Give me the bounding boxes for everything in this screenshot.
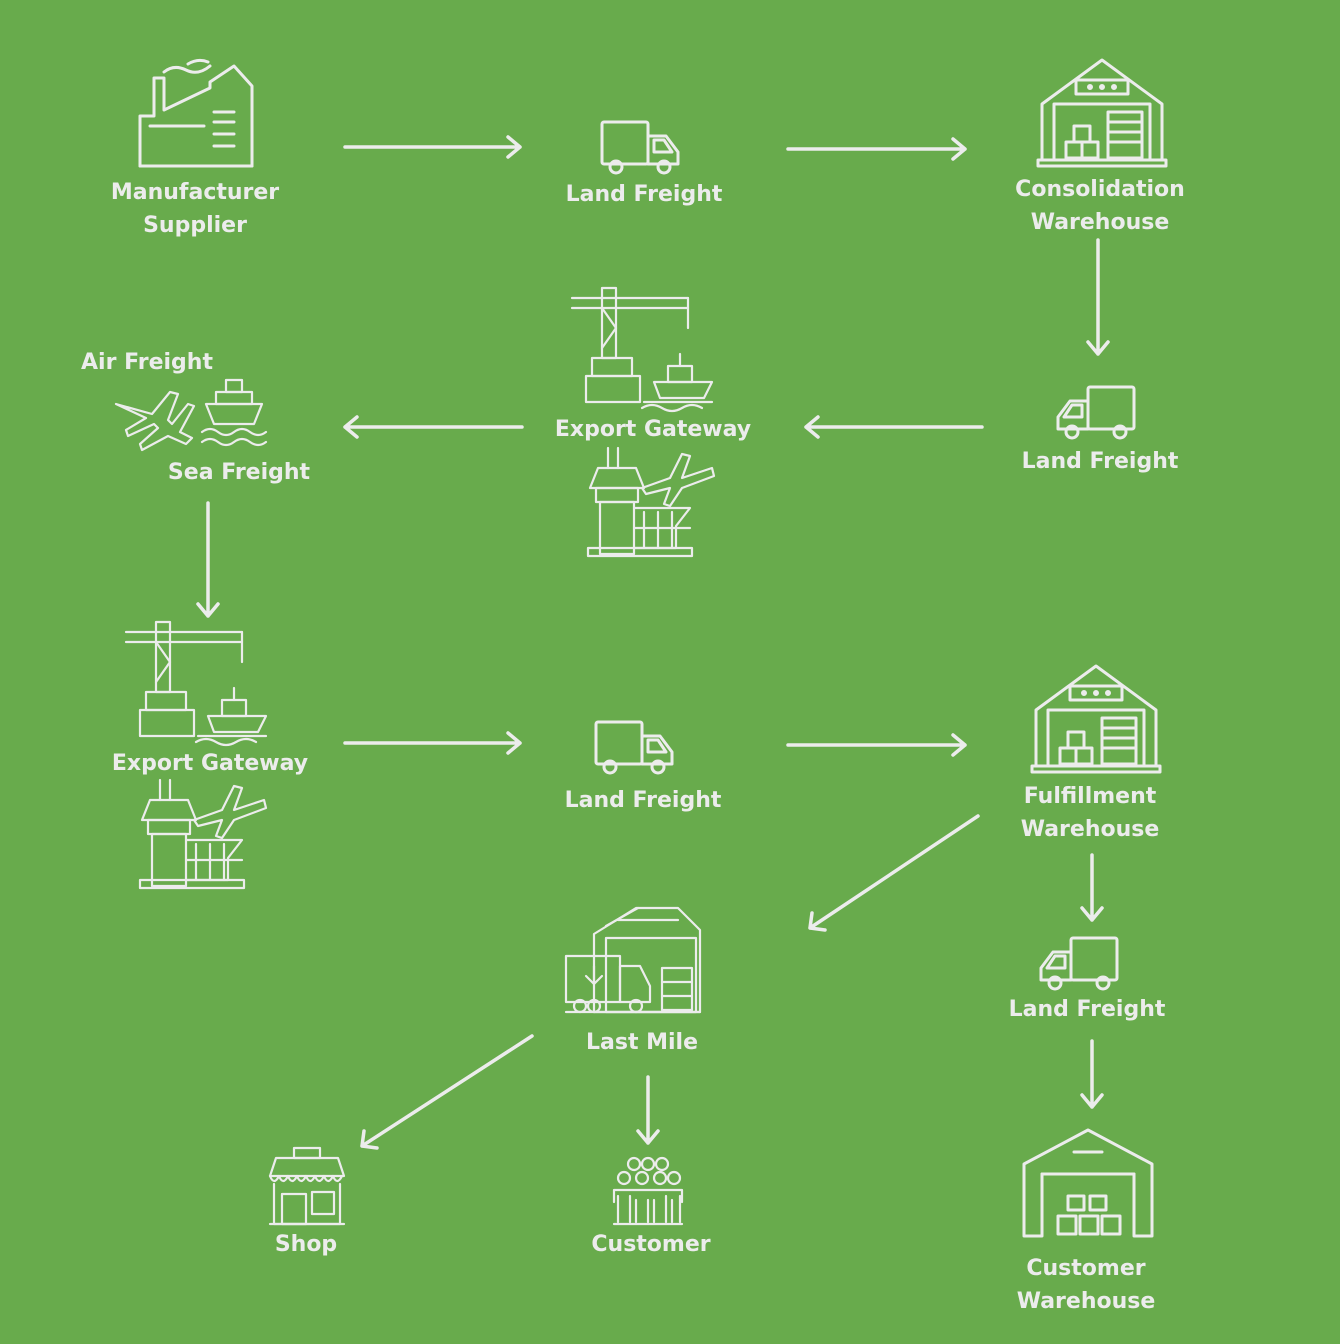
fulfillment-label-line1: Fulfillment bbox=[1023, 784, 1157, 809]
truck-icon bbox=[1039, 936, 1119, 991]
delivery-depot-icon bbox=[564, 906, 702, 1014]
truck-icon bbox=[600, 120, 680, 175]
arrow-land3-to-fulfillment bbox=[786, 733, 967, 757]
consolidation-label-line1: Consolidation bbox=[1015, 177, 1185, 202]
arrow-fulfillment-to-land4 bbox=[1080, 853, 1104, 922]
arrow-lastmile-to-customer bbox=[636, 1075, 660, 1145]
arrow-land2-to-export1 bbox=[804, 415, 984, 439]
air-freight-label: Air Freight bbox=[81, 350, 213, 375]
truck-icon bbox=[1056, 385, 1136, 440]
arrow-land1-to-consolidation bbox=[786, 137, 967, 161]
factory-icon bbox=[138, 58, 254, 168]
arrow-land4-to-customerwarehouse bbox=[1080, 1039, 1104, 1109]
customer-warehouse-label-line2: Warehouse bbox=[1016, 1289, 1156, 1314]
arrow-manufacturer-to-land1 bbox=[343, 135, 522, 159]
truck-icon bbox=[594, 720, 674, 775]
consolidation-warehouse-label: Consolidation Warehouse bbox=[1015, 173, 1185, 239]
manufacturer-label-line1: Manufacturer bbox=[110, 180, 280, 205]
arrow-export1-to-freight bbox=[343, 415, 524, 439]
people-icon bbox=[612, 1156, 684, 1226]
land-freight-label-4: Land Freight bbox=[1008, 997, 1166, 1022]
customer-warehouse-label: Customer Warehouse bbox=[1017, 1252, 1156, 1318]
land-freight-label-3: Land Freight bbox=[564, 788, 722, 813]
sea-freight-label: Sea Freight bbox=[167, 460, 311, 485]
last-mile-label: Last Mile bbox=[585, 1030, 699, 1055]
arrow-fulfillment-to-lastmile bbox=[808, 814, 980, 932]
fulfillment-label-line2: Warehouse bbox=[1020, 817, 1160, 842]
airport-tower-icon bbox=[586, 446, 716, 558]
arrow-consolidation-to-land2 bbox=[1086, 238, 1110, 356]
customer-warehouse-label-line1: Customer bbox=[1026, 1256, 1146, 1281]
arrow-export2-to-land3 bbox=[343, 731, 522, 755]
manufacturer-label-line2: Supplier bbox=[143, 213, 247, 238]
port-crane-icon bbox=[124, 620, 268, 747]
warehouse-icon bbox=[1030, 664, 1162, 774]
airport-tower-icon bbox=[138, 778, 268, 890]
arrows bbox=[196, 135, 1110, 1150]
export-gateway-label-2: Export Gateway bbox=[111, 751, 309, 776]
arrow-lastmile-to-shop bbox=[360, 1034, 534, 1150]
warehouse-icon bbox=[1036, 58, 1168, 168]
port-crane-icon bbox=[570, 286, 714, 413]
shop-icon bbox=[268, 1146, 346, 1226]
arrow-freight-to-export2 bbox=[196, 501, 220, 618]
land-freight-label-1: Land Freight bbox=[565, 182, 723, 207]
airplane-icon bbox=[114, 390, 196, 452]
customer-label: Customer bbox=[591, 1232, 711, 1257]
consolidation-label-line2: Warehouse bbox=[1030, 210, 1170, 235]
export-gateway-label-1: Export Gateway bbox=[554, 417, 752, 442]
ship-icon bbox=[200, 378, 268, 447]
fulfillment-warehouse-label: Fulfillment Warehouse bbox=[1021, 780, 1160, 846]
manufacturer-supplier-label: Manufacturer Supplier bbox=[111, 176, 279, 242]
shop-label: Shop bbox=[274, 1232, 338, 1257]
warehouse-boxes-icon bbox=[1022, 1128, 1154, 1238]
land-freight-label-2: Land Freight bbox=[1021, 449, 1179, 474]
